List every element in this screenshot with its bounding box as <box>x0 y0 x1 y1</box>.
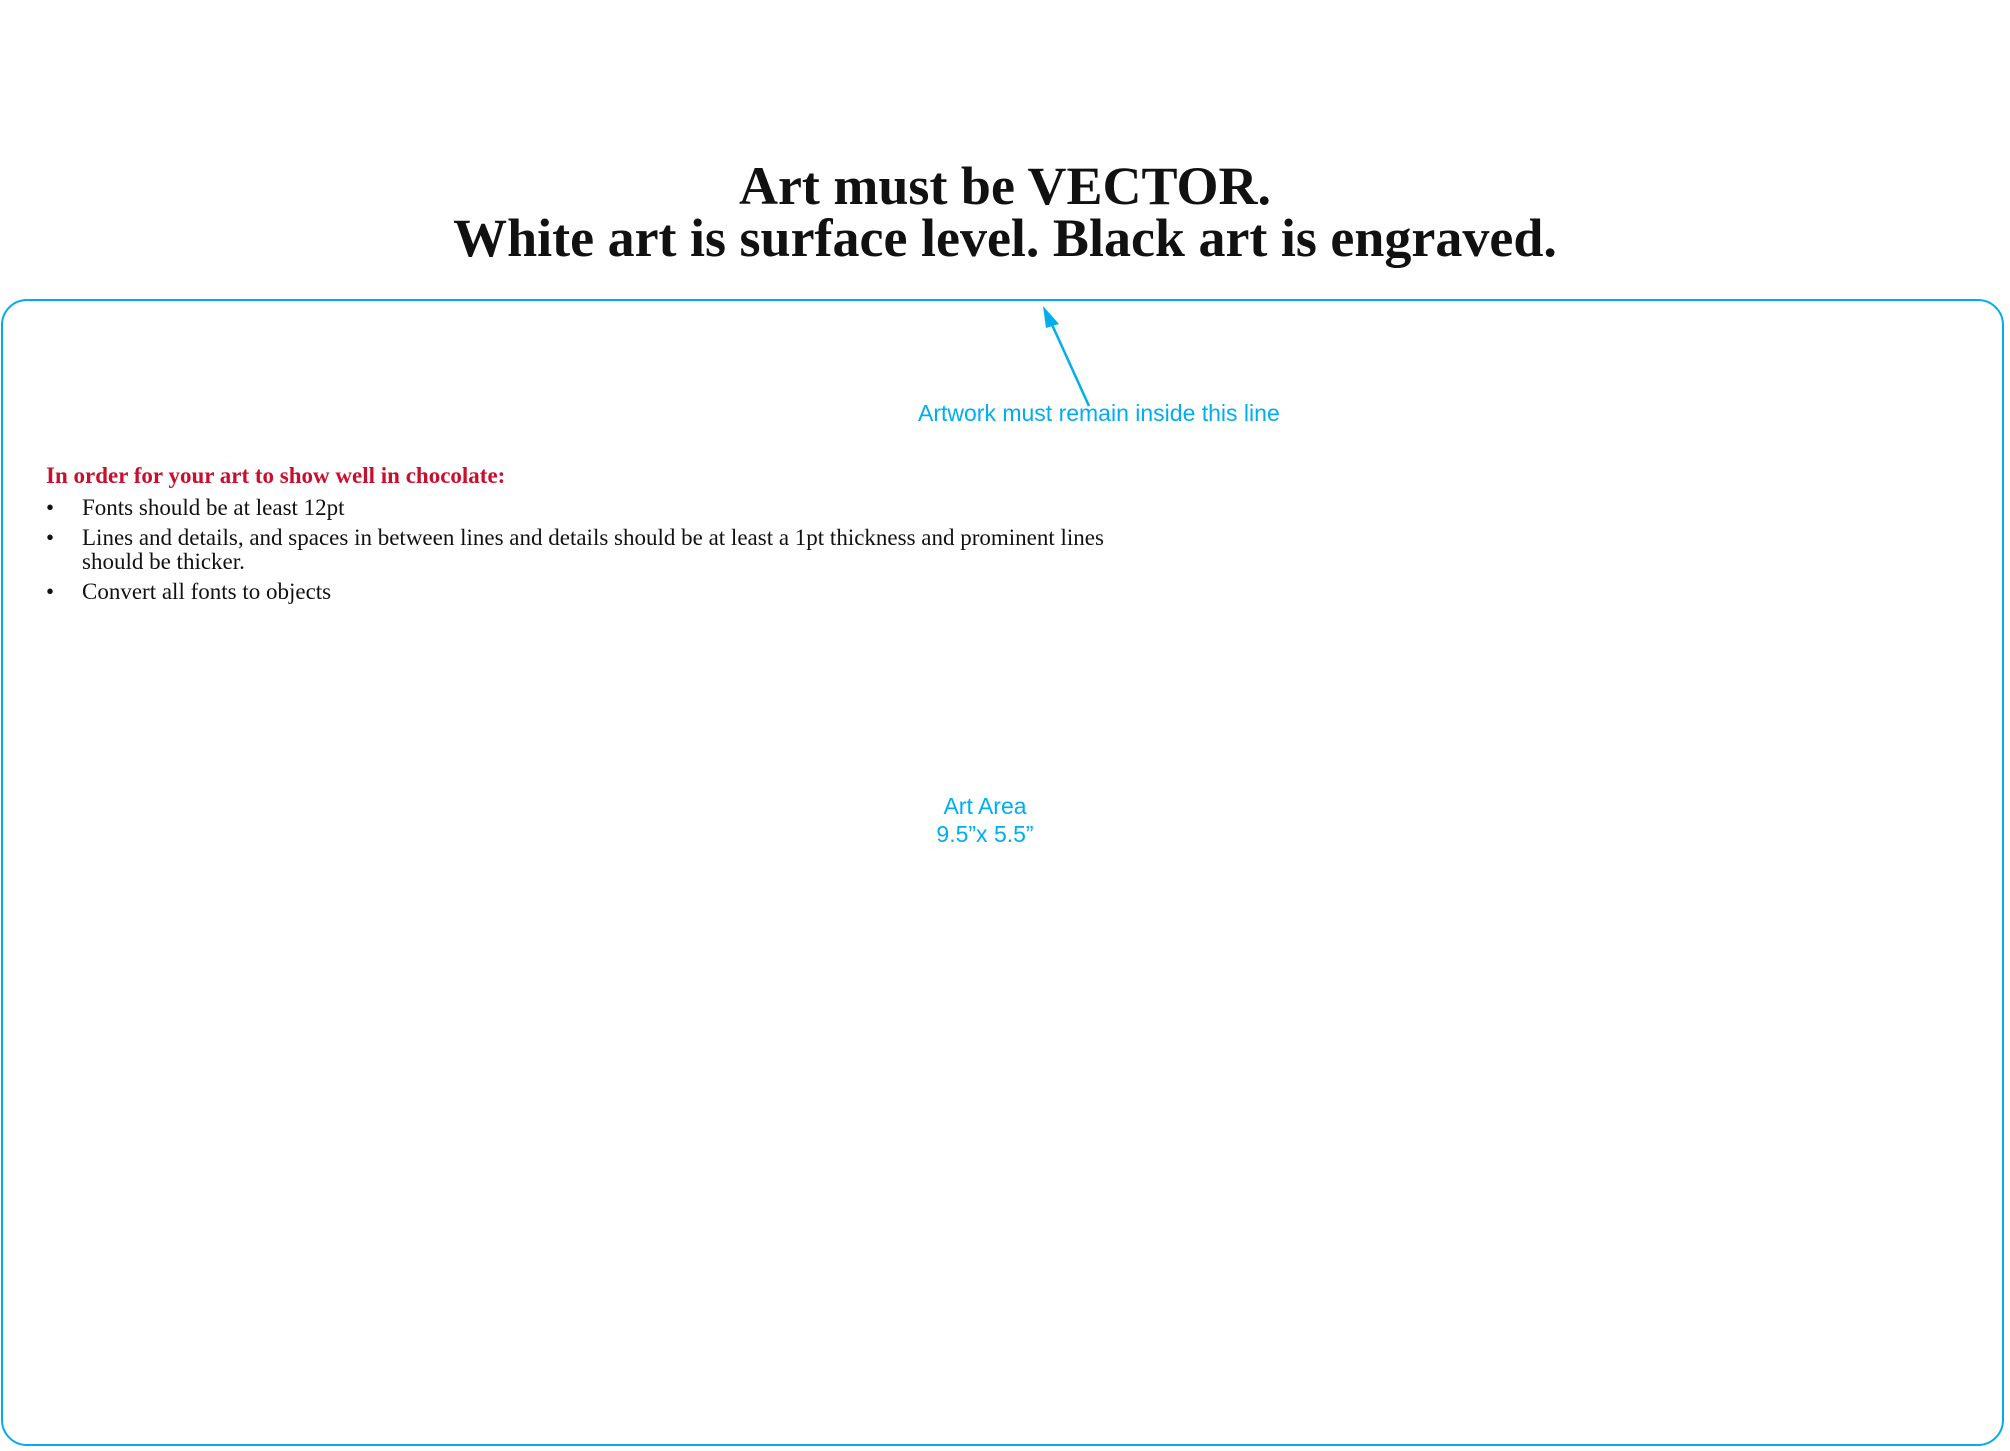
bullet-icon: • <box>46 495 55 520</box>
list-item: • Fonts should be at least 12pt <box>46 496 1106 520</box>
art-area-label: Art Area <box>943 793 1027 819</box>
boundary-annotation: Artwork must remain inside this line <box>918 400 1280 426</box>
bullet-icon: • <box>46 579 55 604</box>
page-title-line-2: White art is surface level. Black art is… <box>453 208 1557 268</box>
list-item: • Lines and details, and spaces in betwe… <box>46 526 1106 574</box>
instructions-heading: In order for your art to show well in ch… <box>46 463 506 488</box>
art-area-size: 9.5”x 5.5” <box>936 821 1034 847</box>
art-boundary-line <box>1 299 2004 1446</box>
page-title-line-1: Art must be VECTOR. <box>738 156 1272 216</box>
list-item-text: Fonts should be at least 12pt <box>82 495 345 520</box>
bullet-icon: • <box>46 525 55 550</box>
instructions-block: In order for your art to show well in ch… <box>46 462 1106 610</box>
list-item-text: Convert all fonts to objects <box>82 579 332 604</box>
list-item: • Convert all fonts to objects <box>46 580 1106 604</box>
instructions-list: • Fonts should be at least 12pt • Lines … <box>46 496 1106 604</box>
art-area-label-block: Art Area 9.5”x 5.5” <box>885 792 1085 848</box>
list-item-text: Lines and details, and spaces in between… <box>82 525 1104 574</box>
